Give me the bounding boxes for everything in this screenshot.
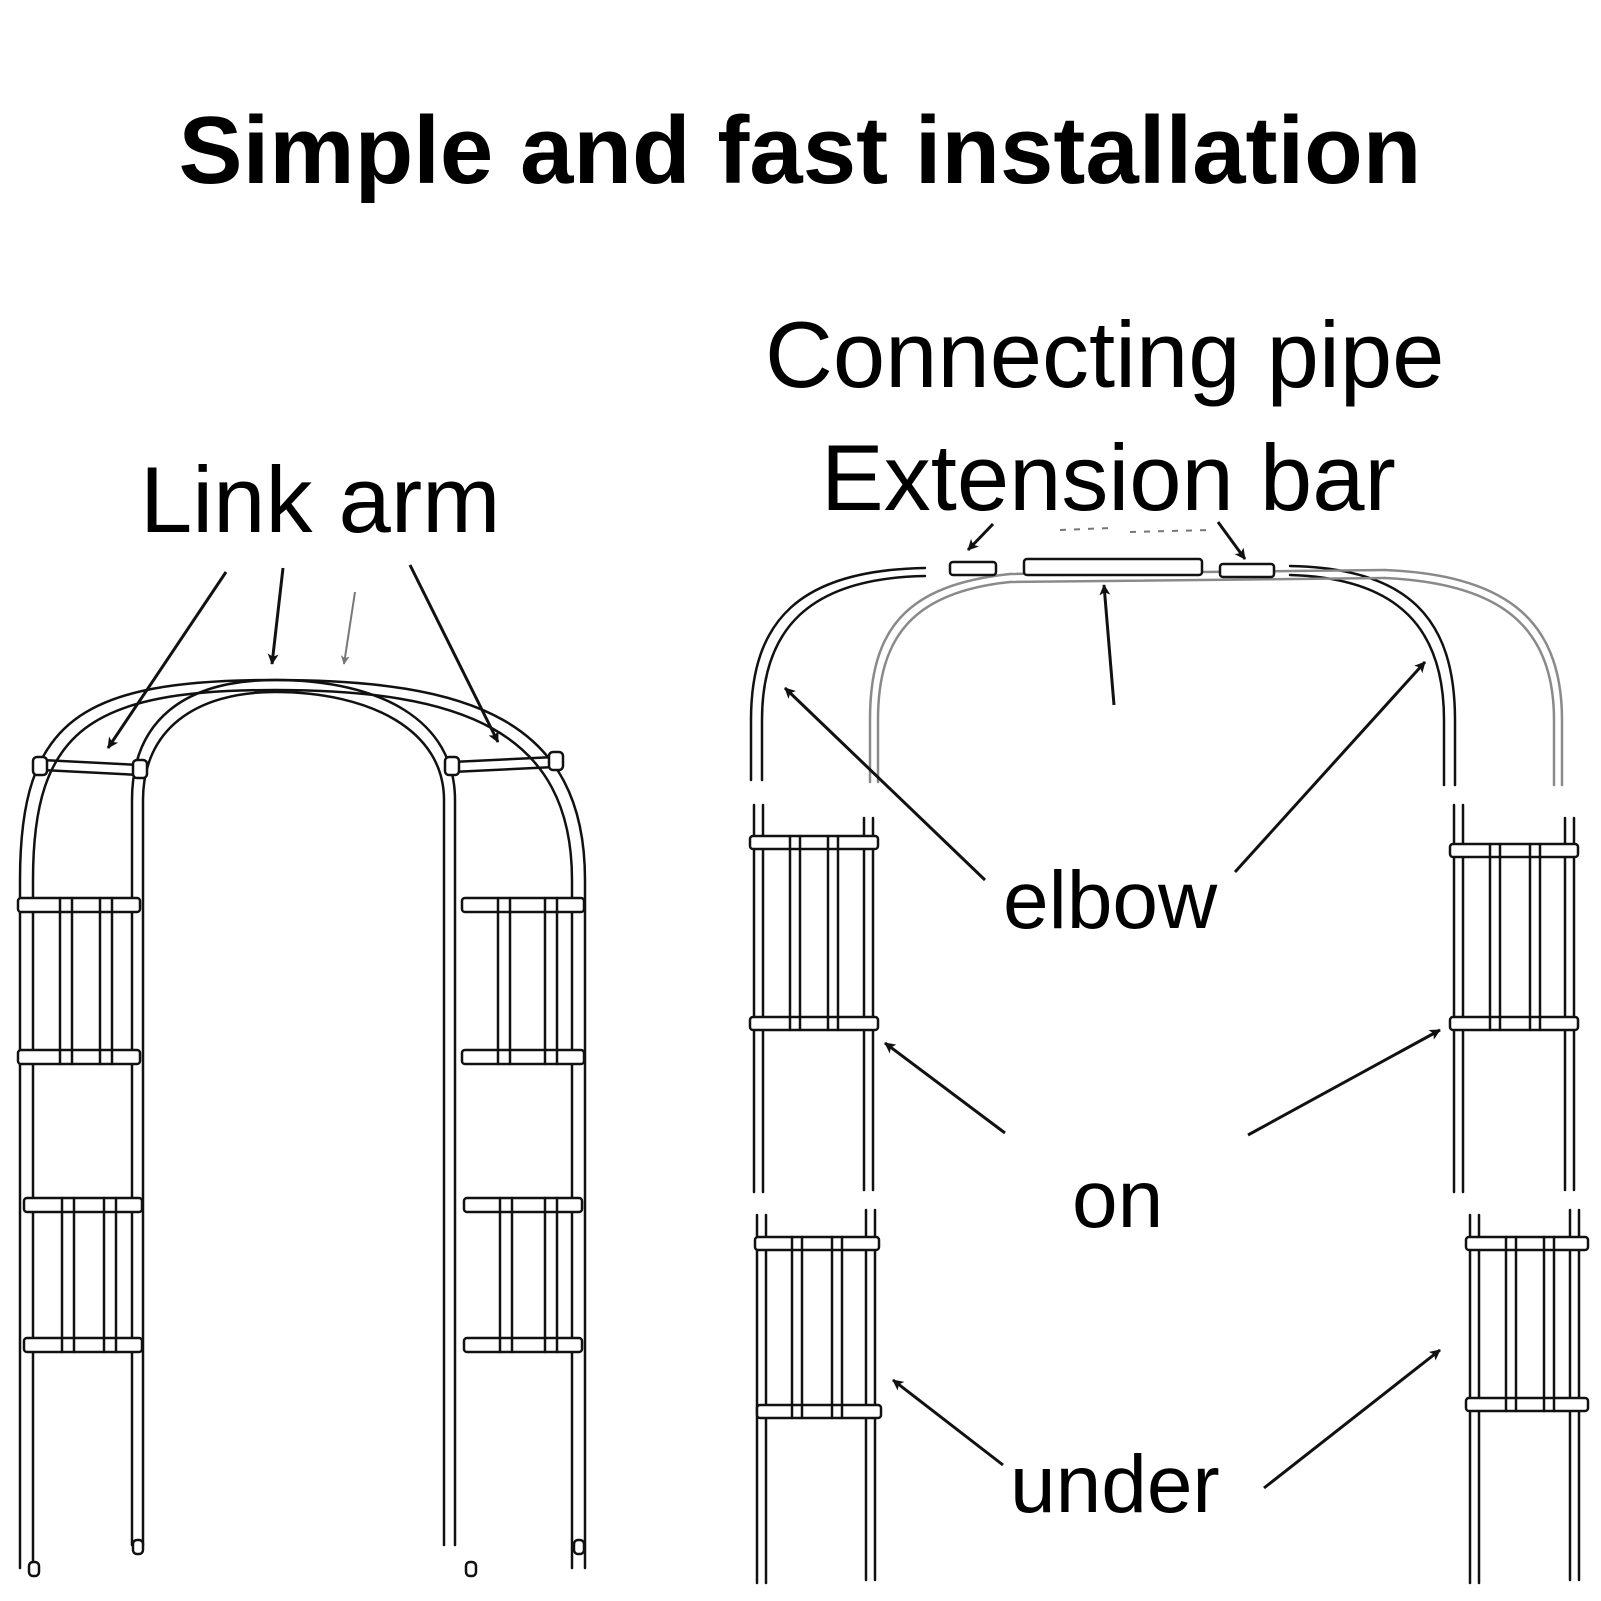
left-on-panel [748, 803, 880, 1194]
elbow-arrow [1233, 660, 1427, 874]
extension-bar [1022, 557, 1204, 577]
right-under-panel [1464, 1208, 1590, 1585]
right-ladder-upper [460, 896, 586, 1066]
under-label: under [1010, 1439, 1220, 1530]
assembled-arch [16, 564, 587, 1578]
connecting-pipe [1218, 562, 1276, 579]
connecting-pipe-arrow [1216, 521, 1247, 560]
under-arrow [892, 1378, 1004, 1467]
exploded-arch [748, 521, 1590, 1585]
on-arrow [1247, 1028, 1441, 1137]
link-arm-arrow [267, 567, 285, 665]
under-arrow [1263, 1348, 1441, 1490]
left-ladder-lower [22, 1196, 144, 1354]
link-arm-arrow [106, 571, 228, 749]
on-label: on [1072, 1154, 1163, 1245]
connecting-pipe [948, 560, 998, 577]
extension-bar-arrow [1099, 584, 1116, 706]
left-ladder-upper [16, 896, 142, 1066]
connecting-pipe-arrow [966, 522, 995, 552]
right-ladder-lower [462, 1196, 584, 1354]
right-on-panel [1448, 803, 1580, 1194]
extension-bar-label: Extension bar [821, 425, 1396, 530]
left-under-panel [753, 1208, 883, 1585]
connecting-pipe-label: Connecting pipe [765, 302, 1444, 407]
elbow-arrow [783, 686, 987, 882]
on-arrow [884, 1041, 1006, 1135]
page-title: Simple and fast installation [179, 97, 1422, 204]
link-arm-arrow [408, 564, 500, 743]
elbow-label: elbow [1003, 855, 1218, 946]
link-arm-label: Link arm [140, 447, 500, 552]
link-arm-arrow [340, 591, 356, 665]
